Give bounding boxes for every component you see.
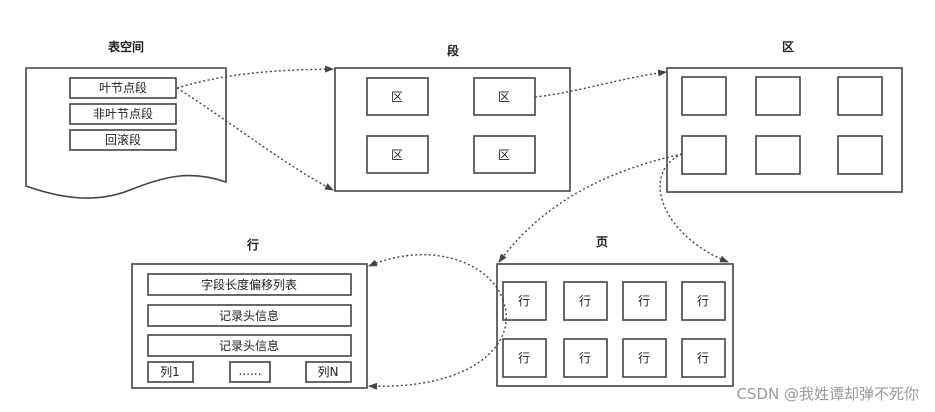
svg-text:行: 行 — [579, 294, 591, 308]
page-row-4: 行 — [681, 281, 726, 321]
arrow-row-to-row-container-top — [368, 254, 504, 301]
row-field-header-1: 记录头信息 — [147, 304, 352, 327]
extent-page-2 — [755, 76, 801, 116]
watermark-text: CSDN @我姓谭却弹不死你 — [736, 385, 919, 403]
svg-text:列N: 列N — [318, 365, 339, 379]
arrow-leaf-to-segment-top — [176, 65, 334, 89]
tablespace-segment-rollback: 回滚段 — [69, 129, 177, 151]
extent-page-3 — [837, 76, 883, 116]
row-field-header-2: 记录头信息 — [147, 334, 352, 357]
svg-text:......: ...... — [239, 364, 262, 378]
extent-title: 区 — [782, 40, 794, 54]
row-field-offset-list: 字段长度偏移列表 — [147, 273, 352, 296]
svg-text:列1: 列1 — [160, 365, 180, 379]
arrow-row-to-row-container-bottom — [368, 299, 507, 390]
svg-text:行: 行 — [579, 351, 591, 365]
arrow-page-to-page-container-left — [498, 153, 683, 263]
page-row-8: 行 — [681, 338, 726, 378]
tablespace-segment-leaf: 叶节点段 — [69, 77, 177, 99]
svg-text:行: 行 — [638, 294, 650, 308]
segment-extent-1: 区 — [366, 77, 429, 116]
page-row-5: 行 — [502, 338, 547, 378]
svg-text:行: 行 — [697, 351, 709, 365]
extent-page-1 — [681, 76, 727, 116]
segment-label-rollback: 回滚段 — [105, 132, 141, 147]
svg-text:字段长度偏移列表: 字段长度偏移列表 — [201, 277, 297, 292]
svg-text:记录头信息: 记录头信息 — [219, 308, 279, 323]
svg-text:记录头信息: 记录头信息 — [219, 338, 279, 353]
tablespace-title: 表空间 — [107, 39, 144, 54]
segment-extent-3: 区 — [366, 135, 429, 174]
segment-label-nonleaf: 非叶节点段 — [93, 106, 153, 121]
tablespace-segment-nonleaf: 非叶节点段 — [69, 103, 177, 125]
segment-title: 段 — [447, 43, 460, 58]
page-row-3: 行 — [622, 281, 667, 321]
arrow-page-to-page-container-right — [659, 153, 729, 263]
svg-text:行: 行 — [638, 351, 650, 365]
svg-text:行: 行 — [518, 351, 530, 365]
row-column-1: 列1 — [147, 361, 194, 383]
svg-text:区: 区 — [498, 148, 510, 162]
page-row-6: 行 — [563, 338, 608, 378]
segment-extent-2: 区 — [473, 77, 536, 116]
row-title: 行 — [246, 237, 259, 252]
svg-text:区: 区 — [391, 148, 403, 162]
svg-text:区: 区 — [391, 90, 403, 104]
row-column-n: 列N — [305, 361, 352, 383]
arrow-leaf-to-segment-bottom — [176, 87, 334, 191]
arrow-extent-to-extent-container — [534, 69, 667, 98]
extent-page-6 — [837, 135, 883, 175]
page-row-1: 行 — [502, 281, 547, 321]
extent-page-4 — [681, 135, 727, 175]
extent-page-5 — [755, 135, 801, 175]
svg-text:区: 区 — [498, 90, 510, 104]
row-column-ellipsis: ...... — [229, 361, 271, 383]
page-row-2: 行 — [563, 281, 608, 321]
page-title: 页 — [596, 235, 608, 249]
svg-text:行: 行 — [697, 294, 709, 308]
page-row-7: 行 — [622, 338, 667, 378]
svg-text:行: 行 — [518, 294, 530, 308]
segment-extent-4: 区 — [473, 135, 536, 174]
segment-label-leaf: 叶节点段 — [99, 80, 147, 95]
